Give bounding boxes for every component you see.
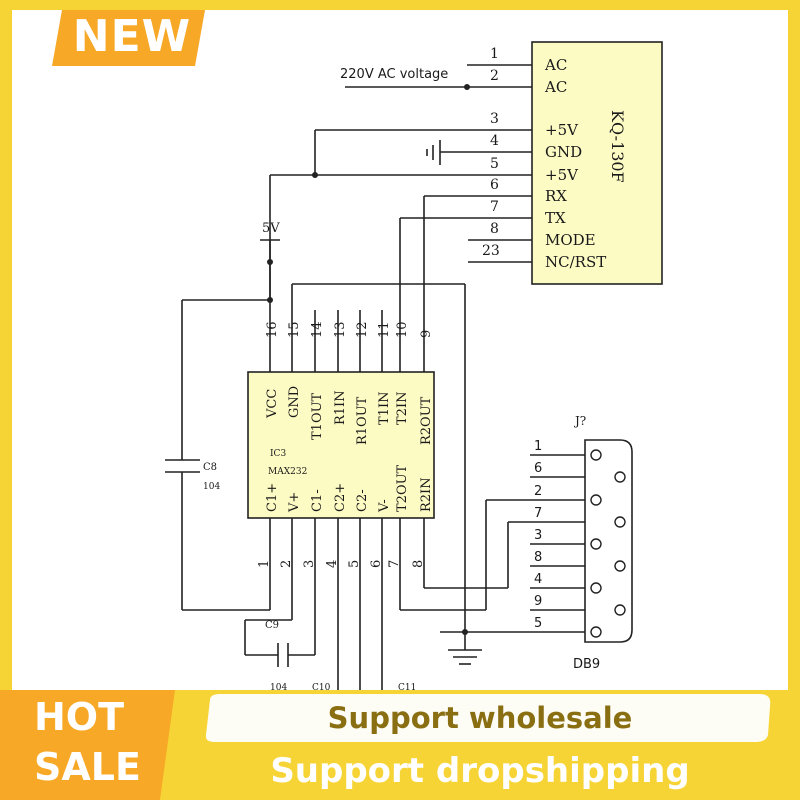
svg-text:C1-: C1- [310, 489, 325, 512]
module-pin-labels: AC AC +5V GND +5V RX TX MODE NC/RST [544, 56, 606, 271]
svg-text:11: 11 [377, 321, 392, 338]
svg-text:1: 1 [490, 46, 499, 62]
svg-text:13: 13 [333, 321, 348, 338]
module-pin-numbers: 1 2 3 4 5 6 7 8 23 [482, 46, 500, 259]
svg-text:12: 12 [355, 321, 370, 338]
svg-text:2: 2 [279, 560, 294, 568]
ic-part: MAX232 [268, 467, 307, 477]
svg-text:RX: RX [545, 187, 567, 205]
svg-text:10: 10 [395, 321, 410, 338]
svg-text:7: 7 [387, 560, 402, 568]
svg-text:6: 6 [369, 560, 384, 568]
svg-text:GND: GND [287, 386, 302, 418]
svg-text:1: 1 [257, 560, 272, 568]
ic-top-pin-labels: VCC GND T1OUT R1IN R1OUT T1IN T2IN R2OUT [265, 386, 434, 445]
svg-text:3: 3 [534, 528, 542, 543]
svg-text:2: 2 [534, 484, 542, 499]
svg-text:8: 8 [411, 560, 426, 568]
ic-bottom-pin-labels: C1+ V+ C1- C2+ C2- V- T2OUT R2IN [265, 464, 434, 513]
svg-text:R2IN: R2IN [419, 477, 434, 512]
sale-label: SALE [34, 745, 141, 789]
svg-text:3: 3 [302, 560, 317, 568]
wholesale-pill [205, 694, 771, 742]
svg-text:R1OUT: R1OUT [355, 396, 370, 445]
cap-c8-value: 104 [203, 482, 220, 492]
svg-text:NC/RST: NC/RST [545, 253, 606, 271]
svg-text:R1IN: R1IN [333, 390, 348, 425]
svg-text:GND: GND [545, 143, 582, 161]
connector-name: DB9 [573, 657, 600, 672]
svg-text:TX: TX [545, 209, 566, 227]
svg-text:AC: AC [544, 56, 567, 74]
ac-voltage-label: 220V AC voltage [340, 67, 448, 82]
svg-text:5: 5 [347, 560, 362, 568]
svg-text:V-: V- [377, 499, 392, 513]
svg-text:R2OUT: R2OUT [419, 396, 434, 445]
support-dropshipping-text: Support dropshipping [270, 751, 690, 791]
hot-label: HOT [34, 695, 125, 739]
ic-ref: IC3 [270, 449, 286, 459]
ic-bottom-pin-numbers: 1 2 3 4 5 6 7 8 [257, 560, 426, 568]
svg-text:C2-: C2- [355, 489, 370, 512]
svg-text:9: 9 [419, 330, 434, 338]
new-badge-shape [52, 10, 205, 66]
module-name: KQ-130F [608, 110, 627, 183]
svg-text:5: 5 [534, 616, 542, 631]
svg-text:6: 6 [534, 461, 542, 476]
svg-text:15: 15 [287, 321, 302, 338]
cap-c10-ref: C10 [312, 683, 331, 693]
svg-text:5: 5 [490, 156, 499, 172]
hot-sale-block [0, 690, 175, 800]
connector-ref: J? [573, 414, 586, 428]
svg-text:1: 1 [534, 439, 542, 454]
svg-text:23: 23 [482, 243, 500, 259]
svg-text:+5V: +5V [545, 121, 579, 139]
svg-text:T1OUT: T1OUT [310, 392, 325, 440]
db9-pins [590, 449, 626, 638]
module-box [531, 41, 663, 285]
cap-c9-value: 104 [270, 683, 287, 693]
five-v-label: 5V [262, 221, 280, 236]
support-wholesale-text: Support wholesale [327, 701, 633, 735]
svg-text:7: 7 [490, 199, 499, 215]
svg-text:MODE: MODE [545, 231, 596, 249]
svg-text:9: 9 [534, 594, 542, 609]
svg-text:VCC: VCC [265, 389, 280, 419]
svg-text:7: 7 [534, 506, 542, 521]
db9-pin-numbers: 1 6 2 7 3 8 4 9 5 [534, 439, 542, 631]
svg-text:4: 4 [490, 133, 499, 149]
svg-text:C2+: C2+ [333, 483, 348, 512]
svg-text:C1+: C1+ [265, 483, 280, 512]
svg-text:AC: AC [544, 78, 567, 96]
svg-text:14: 14 [310, 321, 325, 338]
ic-top-pin-numbers: 16 15 14 13 12 11 10 9 [265, 321, 434, 338]
svg-text:8: 8 [534, 550, 542, 565]
svg-text:16: 16 [265, 321, 280, 338]
svg-text:4: 4 [534, 572, 542, 587]
cap-c8-ref: C8 [203, 462, 217, 473]
svg-text:3: 3 [490, 111, 499, 127]
svg-text:V+: V+ [287, 492, 302, 513]
junction-dots [267, 84, 470, 635]
ic-box [247, 371, 435, 519]
svg-text:4: 4 [325, 560, 340, 568]
svg-text:2: 2 [490, 68, 499, 84]
svg-text:8: 8 [490, 221, 499, 237]
svg-text:T2OUT: T2OUT [395, 464, 410, 512]
svg-text:T1IN: T1IN [377, 392, 392, 425]
svg-text:6: 6 [490, 177, 499, 193]
cap-c9-ref: C9 [265, 620, 279, 631]
svg-text:+5V: +5V [545, 166, 579, 184]
svg-text:T2IN: T2IN [395, 392, 410, 425]
cap-c11-ref: C11 [398, 683, 416, 693]
schematic-wires [165, 64, 598, 690]
new-badge: NEW [72, 11, 192, 62]
